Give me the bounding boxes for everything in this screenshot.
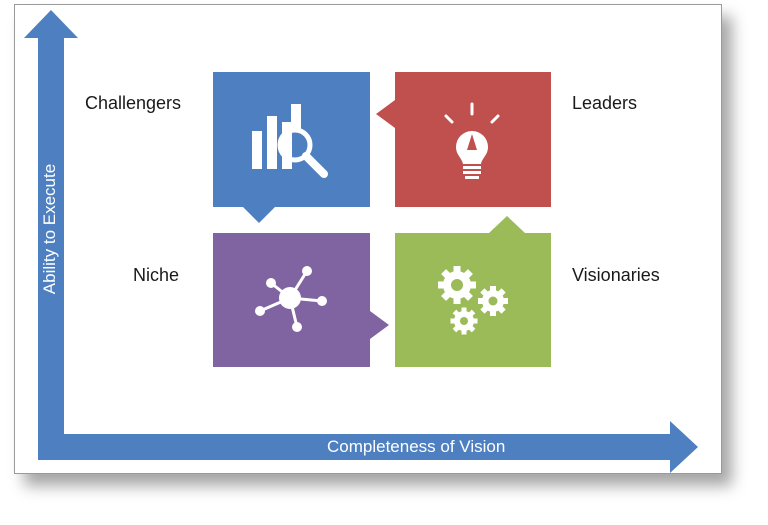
x-axis-arrowhead (670, 421, 698, 473)
y-axis-label: Ability to Execute (40, 163, 59, 295)
niche-label: Niche (133, 265, 180, 285)
visionaries-label: Visionaries (572, 265, 660, 285)
quadrant-niche (213, 233, 389, 367)
y-axis-bar (38, 30, 64, 460)
challengers-label: Challengers (85, 93, 182, 113)
x-axis-bar (38, 434, 678, 460)
axes (24, 10, 698, 473)
lightbulb-icon (444, 102, 500, 179)
gears-icon (438, 266, 508, 335)
leaders-label: Leaders (572, 93, 638, 113)
network-nodes-icon (255, 266, 327, 332)
quadrant-visionaries (395, 216, 551, 367)
quadrant-leaders (376, 72, 551, 207)
quadrant-challengers (213, 72, 370, 223)
bar-chart-magnifier-icon (252, 104, 328, 178)
x-axis-label: Completeness of Vision (327, 437, 506, 456)
visionaries-box (395, 216, 551, 367)
y-axis-arrowhead (24, 10, 78, 38)
